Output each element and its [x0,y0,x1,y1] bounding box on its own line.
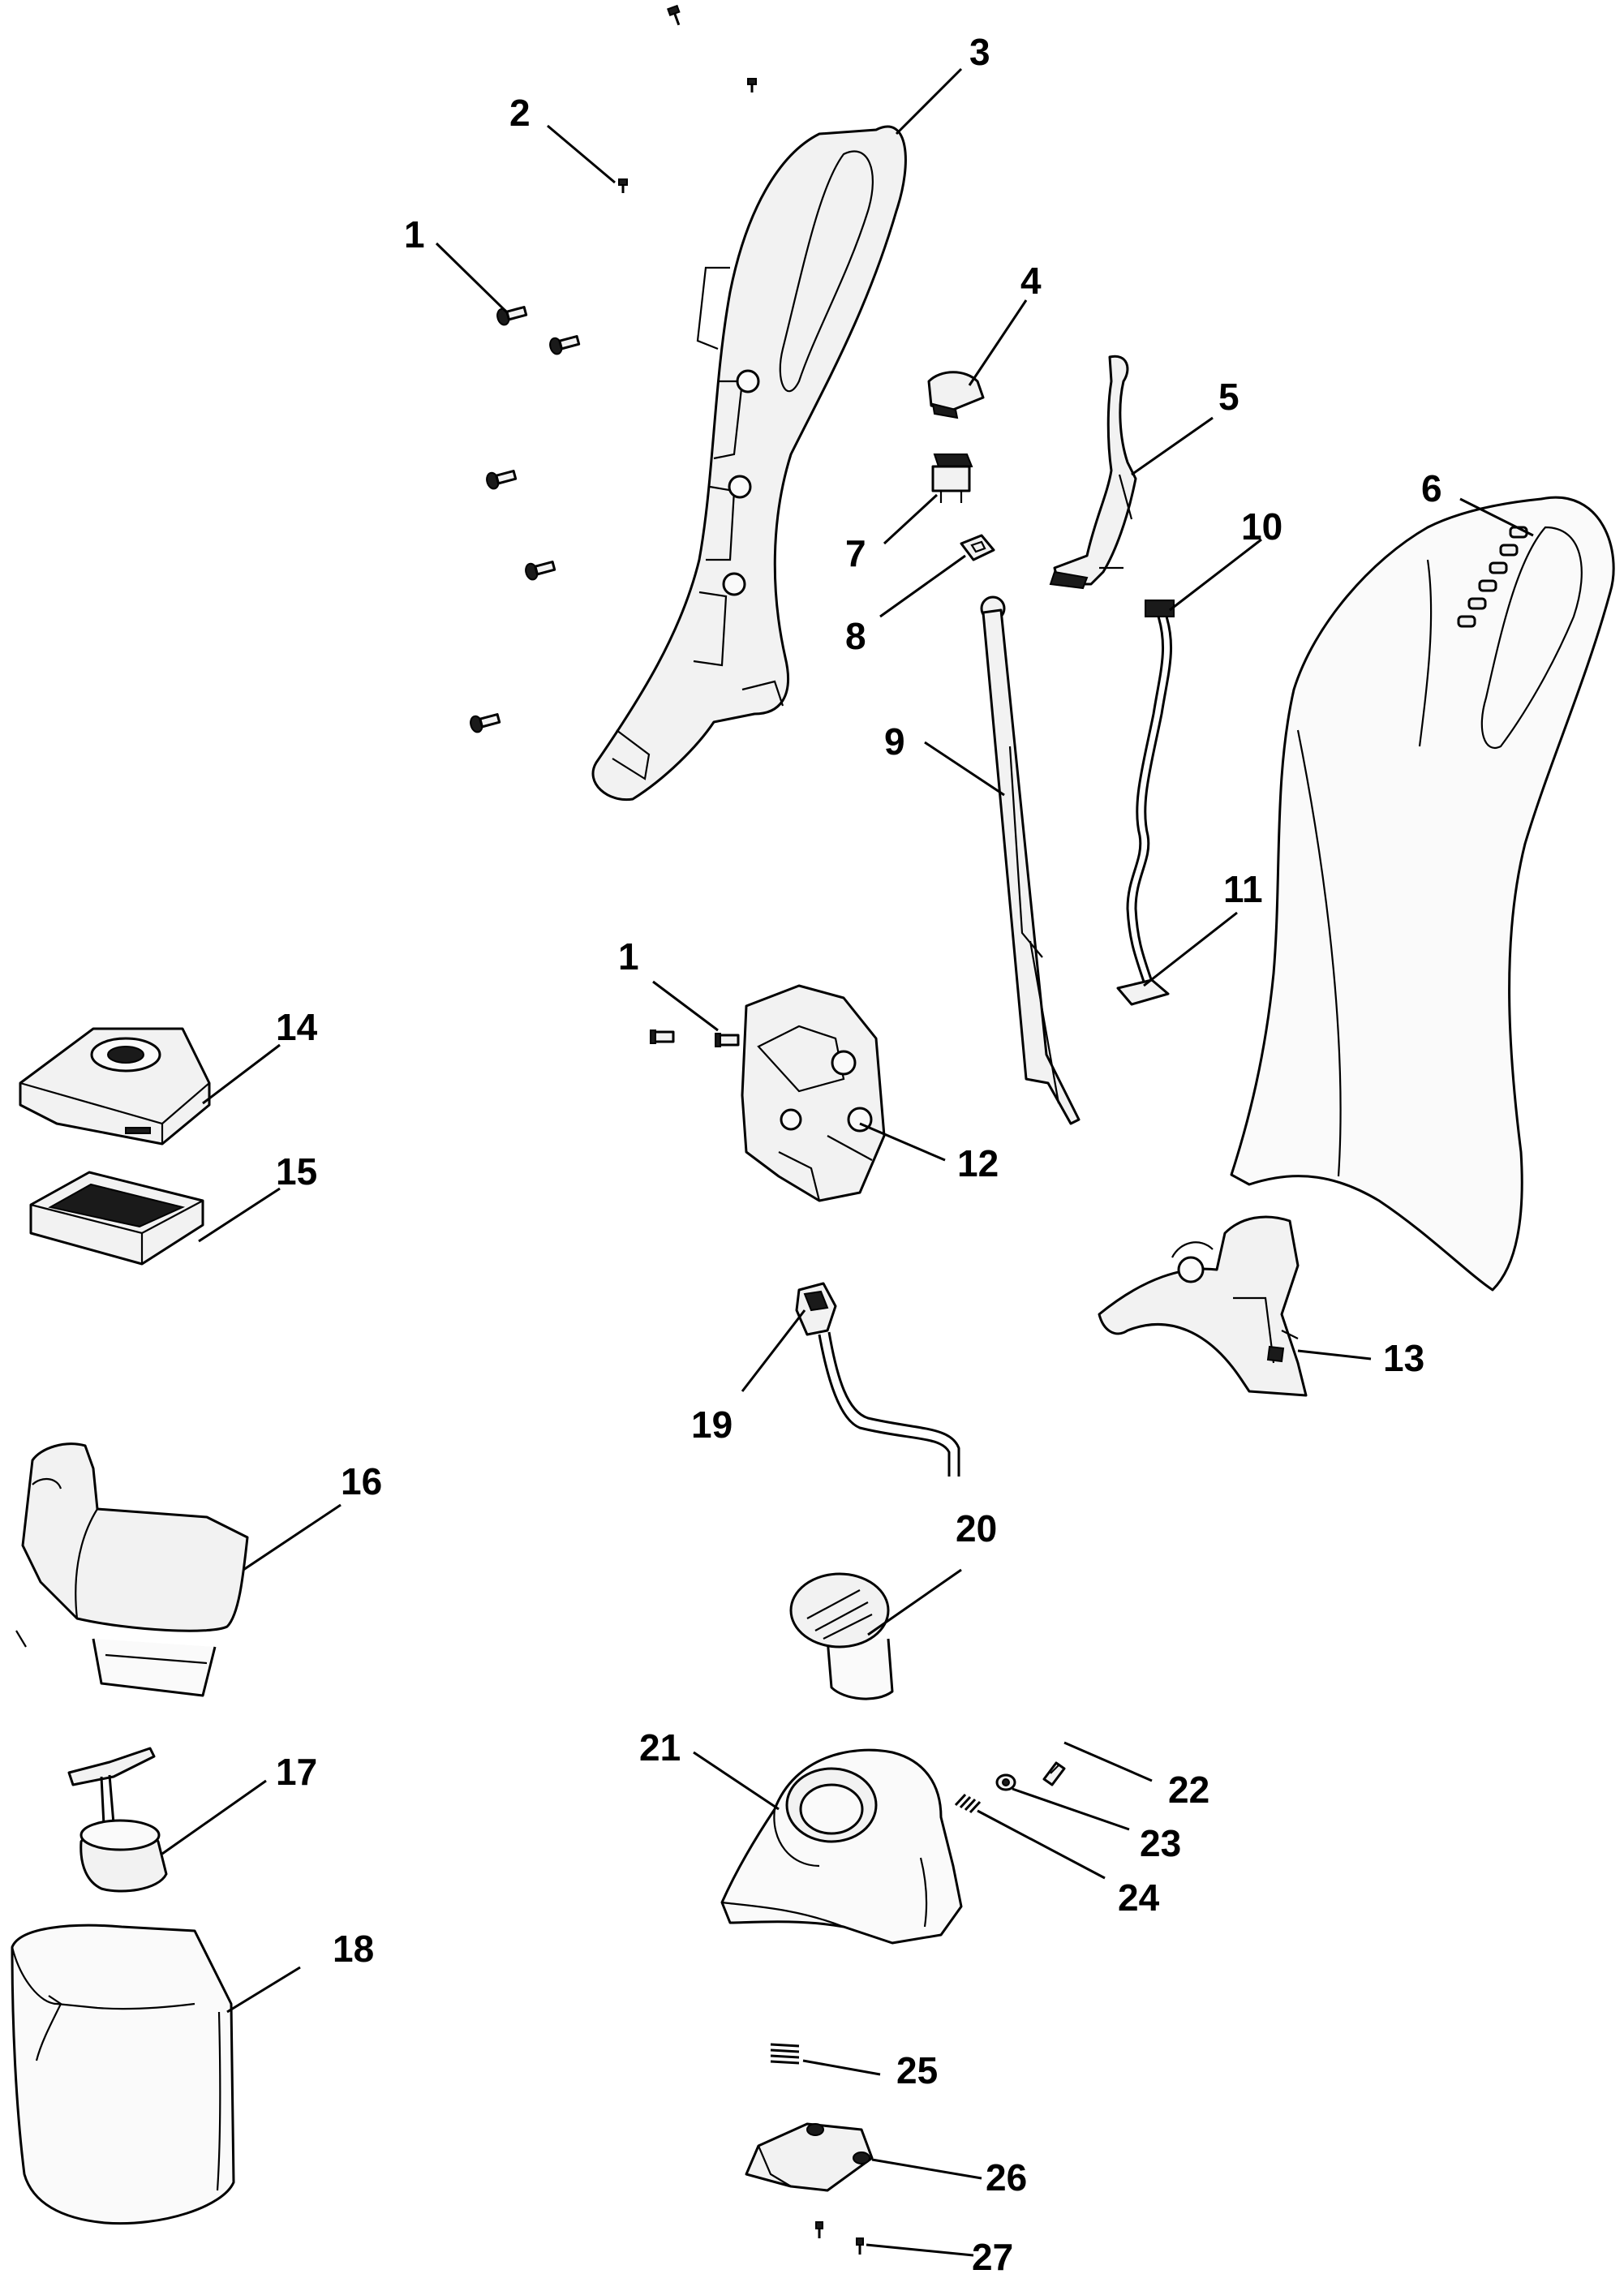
callout-1a: 1 [404,213,425,256]
screw-group-left [470,306,581,733]
callout-14: 14 [276,1006,318,1048]
callout-1b: 1 [618,935,639,978]
callout-10: 10 [1241,505,1282,548]
screw-group-bottom [815,2221,864,2255]
callout-4: 4 [1020,260,1042,302]
pivot-pin [1042,1761,1066,1786]
callout-3: 3 [969,31,990,73]
callout-5: 5 [1218,376,1239,418]
return-spring [770,2043,800,2065]
trigger-cap [927,371,985,419]
pedal-cover [720,1748,963,1945]
callout-9: 9 [884,720,905,763]
rear-handle-housing [591,125,907,802]
front-handle-housing [1230,496,1615,1292]
callout-23: 23 [1140,1822,1181,1864]
switch-harness [795,1282,960,1477]
callout-20: 20 [956,1507,997,1550]
callout-11: 11 [1223,868,1263,910]
callout-labels: 1 1 2 3 4 5 6 7 8 9 10 11 12 13 14 15 16… [276,31,1442,2274]
leader-lines [161,67,1534,2257]
latch-pedal [745,2122,874,2192]
mounting-bracket [741,984,886,1202]
switch [931,454,973,503]
callout-27: 27 [972,2236,1013,2274]
hepa-filter [29,1171,204,1266]
grommet [960,534,995,561]
callout-22: 22 [1168,1769,1209,1811]
callout-26: 26 [986,2156,1027,2199]
callout-24: 24 [1118,1876,1160,1919]
callout-12: 12 [957,1142,999,1184]
actuator-rod [980,595,1081,1125]
callout-8: 8 [845,615,866,657]
screw-group-mid [650,1030,740,1047]
callout-7: 7 [845,532,866,574]
callout-16: 16 [341,1460,382,1502]
washer [995,1773,1016,1791]
screw-group-top [618,4,757,193]
dirt-cup [11,1924,235,2225]
wire-harness [1116,600,1175,1006]
callout-6: 6 [1421,467,1442,509]
callout-25: 25 [896,2049,938,2091]
callout-13: 13 [1383,1337,1424,1379]
filter-tube [67,1747,168,1893]
dirt-cup-separator [15,1442,249,1697]
callout-2: 2 [509,92,531,134]
callout-21: 21 [639,1726,681,1769]
control-knob [789,1572,894,1700]
filter-cover [19,1027,211,1146]
base-shroud [1098,1215,1308,1397]
callout-15: 15 [276,1150,317,1193]
callout-18: 18 [333,1928,374,1970]
callout-17: 17 [276,1751,317,1793]
callout-19: 19 [691,1404,733,1446]
trigger-lever [1049,355,1137,590]
spring [954,1793,982,1814]
